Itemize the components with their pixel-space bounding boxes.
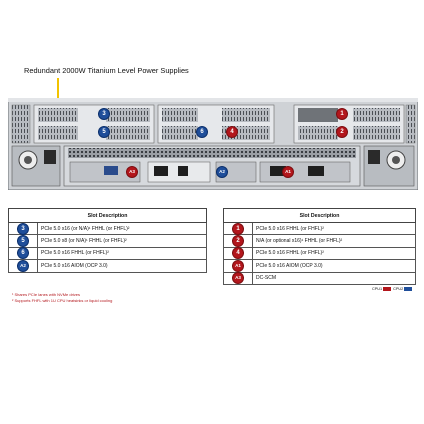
footnote-2: ² Supports FHFL with 1U CPU heatsinks or… — [12, 298, 113, 303]
slot-badge-cell: A1 — [223, 259, 253, 273]
table-row: 5 PCIe 5.0 x8 (or N/A)¹ FHHL (or FHFL)² — [8, 234, 207, 248]
table-row: A1 PCIe 5.0 x16 AIOM (OCP 3.0) — [223, 259, 416, 273]
slot-description: PCIe 5.0 x8 (or N/A)¹ FHHL (or FHFL)² — [37, 234, 207, 248]
slot-badge: A3 — [233, 273, 243, 284]
slot-badge-cell: 5 — [8, 234, 38, 248]
chassis-slot-badge: 4 — [227, 127, 237, 137]
slot-badge: 5 — [18, 236, 28, 247]
cpu-legend: CPU1 CPU2 — [372, 287, 414, 291]
slot-description: DC-SCM — [252, 271, 416, 285]
table-row: A2 PCIe 5.0 x16 AIOM (OCP 3.0) — [8, 259, 207, 273]
slot-badge: 3 — [18, 223, 28, 234]
legend-cpu1-swatch — [383, 287, 392, 291]
chassis-slot-badge: A1 — [283, 167, 293, 177]
chassis-slot-badge: 2 — [337, 127, 347, 137]
table-row: A3 DC-SCM — [223, 271, 416, 285]
slot-badge-cell: 6 — [8, 246, 38, 261]
slot-table-cpu2: Slot Description 3 PCIe 5.0 x16 (or N/A)¹… — [8, 208, 207, 273]
chassis-slot-badge: 1 — [337, 109, 347, 119]
slot-description: PCIe 5.0 x16 FHHL (or FHFL)² — [252, 221, 416, 236]
slot-badge-cell: 4 — [223, 246, 253, 261]
slot-description: PCIe 5.0 x16 (or N/A)¹ FHHL (or FHFL)² — [37, 221, 207, 236]
legend-cpu2-swatch — [404, 287, 413, 291]
slot-badge-cell: A3 — [223, 271, 253, 285]
chassis-slot-badge: 3 — [99, 109, 109, 119]
chassis-slot-badge: 6 — [197, 127, 207, 137]
slot-badge-cell: A2 — [8, 259, 38, 273]
server-chassis-rear — [8, 98, 418, 190]
table-row: 4 PCIe 5.0 x16 FHHL (or FHFL)² — [223, 246, 416, 261]
legend-cpu2-label: CPU2 — [393, 287, 404, 291]
slot-badge: 2 — [233, 236, 243, 247]
chassis-slot-badge: A2 — [217, 167, 227, 177]
chassis-slot-badge: 5 — [99, 127, 109, 137]
table-row: 2 N/A (or optional x16)¹ FHHL (or FHFL)² — [223, 234, 416, 248]
table-row: 6 PCIe 5.0 x16 FHHL (or FHFL)² — [8, 246, 207, 261]
slot-badge: 1 — [233, 223, 243, 234]
slot-badge-cell: 3 — [8, 221, 38, 236]
slot-description: N/A (or optional x16)¹ FHHL (or FHFL)² — [252, 234, 416, 248]
chassis-slot-badge: A3 — [127, 167, 137, 177]
slot-description: PCIe 5.0 x16 AIOM (OCP 3.0) — [37, 259, 207, 273]
legend-cpu1-label: CPU1 — [372, 287, 383, 291]
slot-description: PCIe 5.0 x16 FHHL (or FHFL)² — [37, 246, 207, 261]
footnote-1: ¹ Shares PCIe lanes with NVMe drives — [12, 292, 81, 297]
slot-description: PCIe 5.0 x16 FHHL (or FHFL)² — [252, 246, 416, 261]
table-row: 1 PCIe 5.0 x16 FHHL (or FHFL)² — [223, 221, 416, 236]
slot-badge: 6 — [18, 248, 28, 259]
slot-badge: A1 — [233, 260, 243, 271]
psu-callout: Redundant 2000W Titanium Level Power Sup… — [24, 66, 189, 75]
slot-badge-cell: 2 — [223, 234, 253, 248]
table-row: 3 PCIe 5.0 x16 (or N/A)¹ FHHL (or FHFL)² — [8, 221, 207, 236]
slot-badge-cell: 1 — [223, 221, 253, 236]
table-header: Slot Description — [8, 208, 207, 223]
slot-badge: A2 — [18, 260, 28, 271]
table-header: Slot Description — [223, 208, 416, 223]
slot-description: PCIe 5.0 x16 AIOM (OCP 3.0) — [252, 259, 416, 273]
slot-badge: 4 — [233, 248, 243, 259]
